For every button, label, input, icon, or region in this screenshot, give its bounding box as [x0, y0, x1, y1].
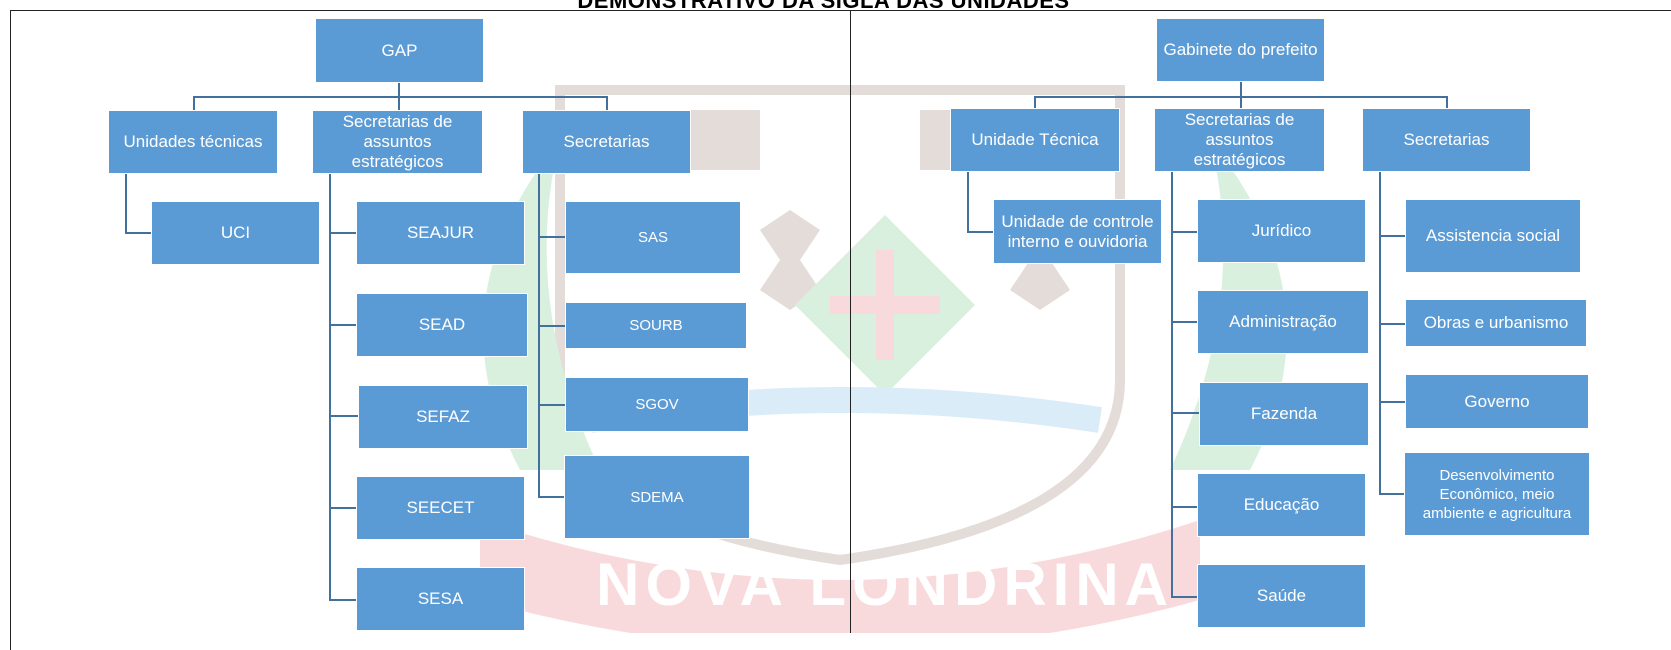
node-sdema: SDEMA [564, 455, 750, 539]
node-administracao: Administração [1197, 290, 1369, 354]
node-secretarias-assuntos-estrategicos: Secretarias de assuntos estratégicos [312, 110, 483, 174]
node-seecet: SEECET [356, 476, 525, 540]
node-secretarias-right: Secretarias [1362, 108, 1531, 172]
node-sas: SAS [565, 201, 741, 274]
node-seajur: SEAJUR [356, 201, 525, 265]
node-sead: SEAD [356, 293, 528, 357]
node-assistencia-social: Assistencia social [1405, 199, 1581, 273]
node-governo: Governo [1405, 374, 1589, 429]
diagram-frame [10, 10, 1671, 650]
node-saude: Saúde [1197, 564, 1366, 628]
node-fazenda: Fazenda [1199, 382, 1369, 446]
node-sesa: SESA [356, 567, 525, 631]
node-secretarias: Secretarias [522, 110, 691, 174]
node-gap: GAP [315, 18, 484, 83]
node-controle-interno-ouvidoria: Unidade de controle interno e ouvidoria [993, 199, 1162, 264]
node-unidade-tecnica: Unidade Técnica [950, 108, 1120, 172]
node-educacao: Educação [1197, 473, 1366, 537]
page-title: DEMONSTRATIVO DA SIGLA DAS UNIDADES [577, 0, 1070, 13]
node-gabinete-do-prefeito: Gabinete do prefeito [1156, 18, 1325, 82]
node-sourb: SOURB [565, 302, 747, 349]
node-desenvolvimento-economico: Desenvolvimento Econômico, meio ambiente… [1404, 452, 1590, 536]
center-divider [850, 10, 851, 633]
node-uci: UCI [151, 201, 320, 265]
node-juridico: Jurídico [1197, 199, 1366, 263]
node-obras-e-urbanismo: Obras e urbanismo [1405, 299, 1587, 347]
node-unidades-tecnicas: Unidades técnicas [108, 110, 278, 174]
node-secretarias-assuntos-estrategicos-right: Secretarias de assuntos estratégicos [1154, 108, 1325, 172]
node-sgov: SGOV [565, 377, 749, 432]
node-sefaz: SEFAZ [358, 385, 528, 449]
